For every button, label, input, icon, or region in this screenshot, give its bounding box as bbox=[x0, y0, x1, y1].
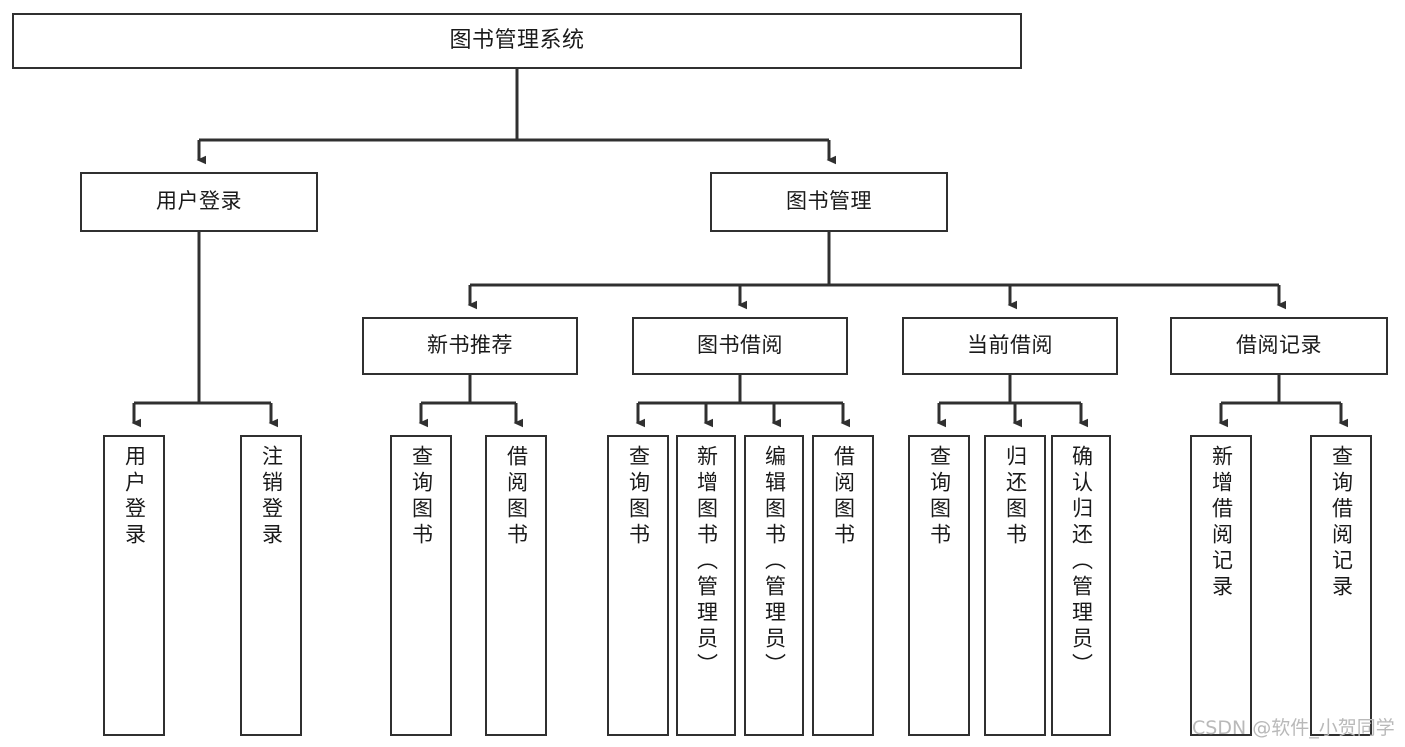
node-add-book-admin[interactable]: 新增图书（管理员） bbox=[676, 435, 736, 736]
node-borrow-record[interactable]: 借阅记录 bbox=[1170, 317, 1388, 375]
node-label-query-book-borrow: 查询图书 bbox=[626, 445, 651, 549]
node-borrow-book-borrow[interactable]: 借阅图书 bbox=[812, 435, 874, 736]
node-query-book-borrow[interactable]: 查询图书 bbox=[607, 435, 669, 736]
node-label-borrow-book-borrow: 借阅图书 bbox=[831, 445, 856, 549]
csdn-watermark: CSDN @软件_小贺同学 bbox=[1192, 717, 1395, 739]
node-confirm-return-admin[interactable]: 确认归还（管理员） bbox=[1051, 435, 1111, 736]
node-book-management-system[interactable]: 图书管理系统 bbox=[12, 13, 1022, 69]
node-label-borrow-book-rec: 借阅图书 bbox=[504, 445, 529, 549]
node-label-new-book-recommend: 新书推荐 bbox=[427, 333, 513, 358]
node-query-borrow-record[interactable]: 查询借阅记录 bbox=[1310, 435, 1372, 736]
node-add-borrow-record[interactable]: 新增借阅记录 bbox=[1190, 435, 1252, 736]
node-query-book-rec[interactable]: 查询图书 bbox=[390, 435, 452, 736]
node-label-book-management-system: 图书管理系统 bbox=[449, 27, 585, 53]
node-edit-book-admin[interactable]: 编辑图书（管理员） bbox=[744, 435, 804, 736]
node-label-borrow-record: 借阅记录 bbox=[1236, 333, 1322, 358]
node-user-login[interactable]: 用户登录 bbox=[80, 172, 318, 232]
node-label-user-login-leaf: 用户登录 bbox=[122, 445, 147, 549]
node-label-confirm-return-admin: 确认归还（管理员） bbox=[1069, 445, 1094, 679]
node-current-borrow[interactable]: 当前借阅 bbox=[902, 317, 1118, 375]
node-label-add-book-admin: 新增图书（管理员） bbox=[694, 445, 719, 679]
node-label-query-book-rec: 查询图书 bbox=[409, 445, 434, 549]
node-label-current-borrow: 当前借阅 bbox=[967, 333, 1053, 358]
node-query-book-current[interactable]: 查询图书 bbox=[908, 435, 970, 736]
node-label-book-borrow: 图书借阅 bbox=[697, 333, 783, 358]
node-borrow-book-rec[interactable]: 借阅图书 bbox=[485, 435, 547, 736]
node-user-login-leaf[interactable]: 用户登录 bbox=[103, 435, 165, 736]
node-label-book-management: 图书管理 bbox=[786, 189, 872, 214]
node-logout-leaf[interactable]: 注销登录 bbox=[240, 435, 302, 736]
node-book-management[interactable]: 图书管理 bbox=[710, 172, 948, 232]
node-book-borrow[interactable]: 图书借阅 bbox=[632, 317, 848, 375]
node-label-query-borrow-record: 查询借阅记录 bbox=[1329, 445, 1354, 601]
node-label-logout-leaf: 注销登录 bbox=[259, 445, 284, 549]
node-return-book[interactable]: 归还图书 bbox=[984, 435, 1046, 736]
node-label-add-borrow-record: 新增借阅记录 bbox=[1209, 445, 1234, 601]
node-new-book-recommend[interactable]: 新书推荐 bbox=[362, 317, 578, 375]
node-label-edit-book-admin: 编辑图书（管理员） bbox=[762, 445, 787, 679]
node-label-query-book-current: 查询图书 bbox=[927, 445, 952, 549]
node-label-user-login: 用户登录 bbox=[156, 189, 242, 214]
node-label-return-book: 归还图书 bbox=[1003, 445, 1028, 549]
